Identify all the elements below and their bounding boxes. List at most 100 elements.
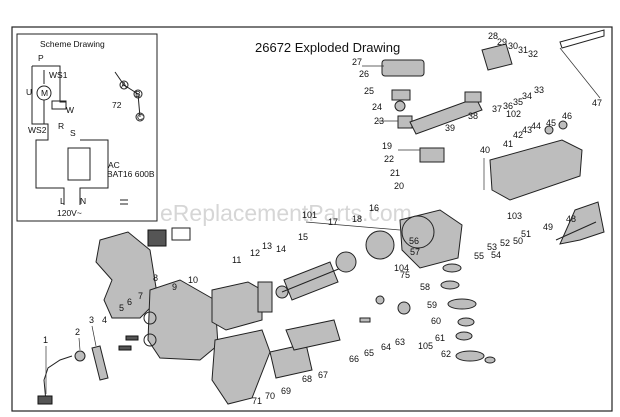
label-part-29: 29 [497,37,507,47]
crank-gear [401,215,435,249]
label-10 [171,227,191,241]
label-part-48: 48 [566,214,576,224]
label-part-21: 21 [390,168,400,178]
label-part-13: 13 [262,241,272,251]
label-part-63: 63 [395,337,405,347]
carbon-brush [143,311,157,325]
switch-8 [147,229,167,247]
scheme-title: Scheme Drawing [40,39,105,49]
label-part-44: 44 [531,121,541,131]
label-part-24: 24 [372,102,382,112]
label-part-59: 59 [427,300,437,310]
part-labels: 1 2 3 4 5 6 7 8 9 10 11 12 13 14 15 16 1… [43,31,602,406]
fan-16 [335,251,357,273]
scheme-label-ws2: WS2 [28,125,47,135]
watermark: eReplacementParts.com [160,200,412,226]
label-part-32: 32 [528,49,538,59]
label-part-1: 1 [43,335,48,345]
label-part-61: 61 [435,333,445,343]
label-part-22: 22 [384,154,394,164]
scheme-label-72: 72 [112,100,122,110]
label-part-53: 53 [487,242,497,252]
scheme-label-r: R [58,121,64,131]
scheme-label-p: P [38,53,44,63]
armature-15 [283,261,339,301]
label-part-40: 40 [480,145,490,155]
clamp-25 [391,89,411,101]
spring-63 [397,301,411,315]
scheme-label-ac: AC [108,160,120,170]
trigger-67 [285,319,341,351]
label-part-36: 36 [503,101,513,111]
power-cord [43,355,73,403]
label-part-7: 7 [138,291,143,301]
label-part-57: 57 [410,247,420,257]
scheme-label-m: M [41,88,48,98]
label-part-3: 3 [89,315,94,325]
label-part-43: 43 [522,125,532,135]
connector-a [119,80,129,90]
label-part-64: 64 [381,342,391,352]
screw-27-bottom [484,356,496,364]
label-part-45: 45 [546,118,556,128]
bushing-38 [464,91,482,103]
gear-62 [455,350,485,362]
baffle-12 [257,281,273,313]
label-part-19: 19 [382,141,392,151]
label-part-35: 35 [513,97,523,107]
drawing-title: 26672 Exploded Drawing [255,40,400,55]
plug [37,395,53,405]
label-part-103: 103 [507,211,522,221]
blade-clamp-26 [381,59,425,77]
label-part-26: 26 [359,69,369,79]
label-part-60: 60 [431,316,441,326]
scheme-label-u: U [26,87,32,97]
label-part-37: 37 [492,104,502,114]
scheme-frame [16,33,158,222]
parts-illustration [37,29,605,405]
scheme-label-s: S [70,128,76,138]
connector-lead [114,71,141,118]
clamp-body-28 [481,43,513,71]
housing-left [95,231,159,319]
label-part-49: 49 [543,222,553,232]
label-part-27: 27 [352,57,362,67]
label-part-68: 68 [302,374,312,384]
leader-47 [559,47,601,99]
label-part-54: 54 [491,250,501,260]
label-part-10: 10 [188,275,198,285]
outer-frame [11,26,613,412]
label-part-8: 8 [153,273,158,283]
nut-64 [375,295,385,305]
shoe-rod [555,221,597,241]
label-part-30: 30 [508,41,518,51]
handle-right [211,329,271,405]
ground-lines [120,199,128,205]
label-part-38: 38 [468,111,478,121]
circuit-wiring [31,65,109,205]
label-part-66: 66 [349,354,359,364]
washer-60 [457,317,475,327]
cord-clamp [74,350,86,362]
spring-24 [394,100,406,112]
scheme-label-b: B [135,89,141,99]
label-part-65: 65 [364,348,374,358]
screw-46 [558,120,568,130]
scheme-label-c: C [137,112,143,122]
label-part-75: 75 [400,270,410,280]
label-part-11: 11 [232,255,241,265]
label-part-62: 62 [441,349,451,359]
brush-holder [143,333,157,347]
label-part-46: 46 [562,111,572,121]
cord-guard [91,345,109,381]
label-part-31: 31 [518,45,528,55]
label-part-15: 15 [298,232,308,242]
label-part-9: 9 [172,282,177,292]
label-part-70: 70 [265,391,275,401]
label-part-42: 42 [513,130,523,140]
counterweight-59 [447,298,477,310]
screw-6 [125,335,139,341]
label-part-12: 12 [250,248,260,258]
